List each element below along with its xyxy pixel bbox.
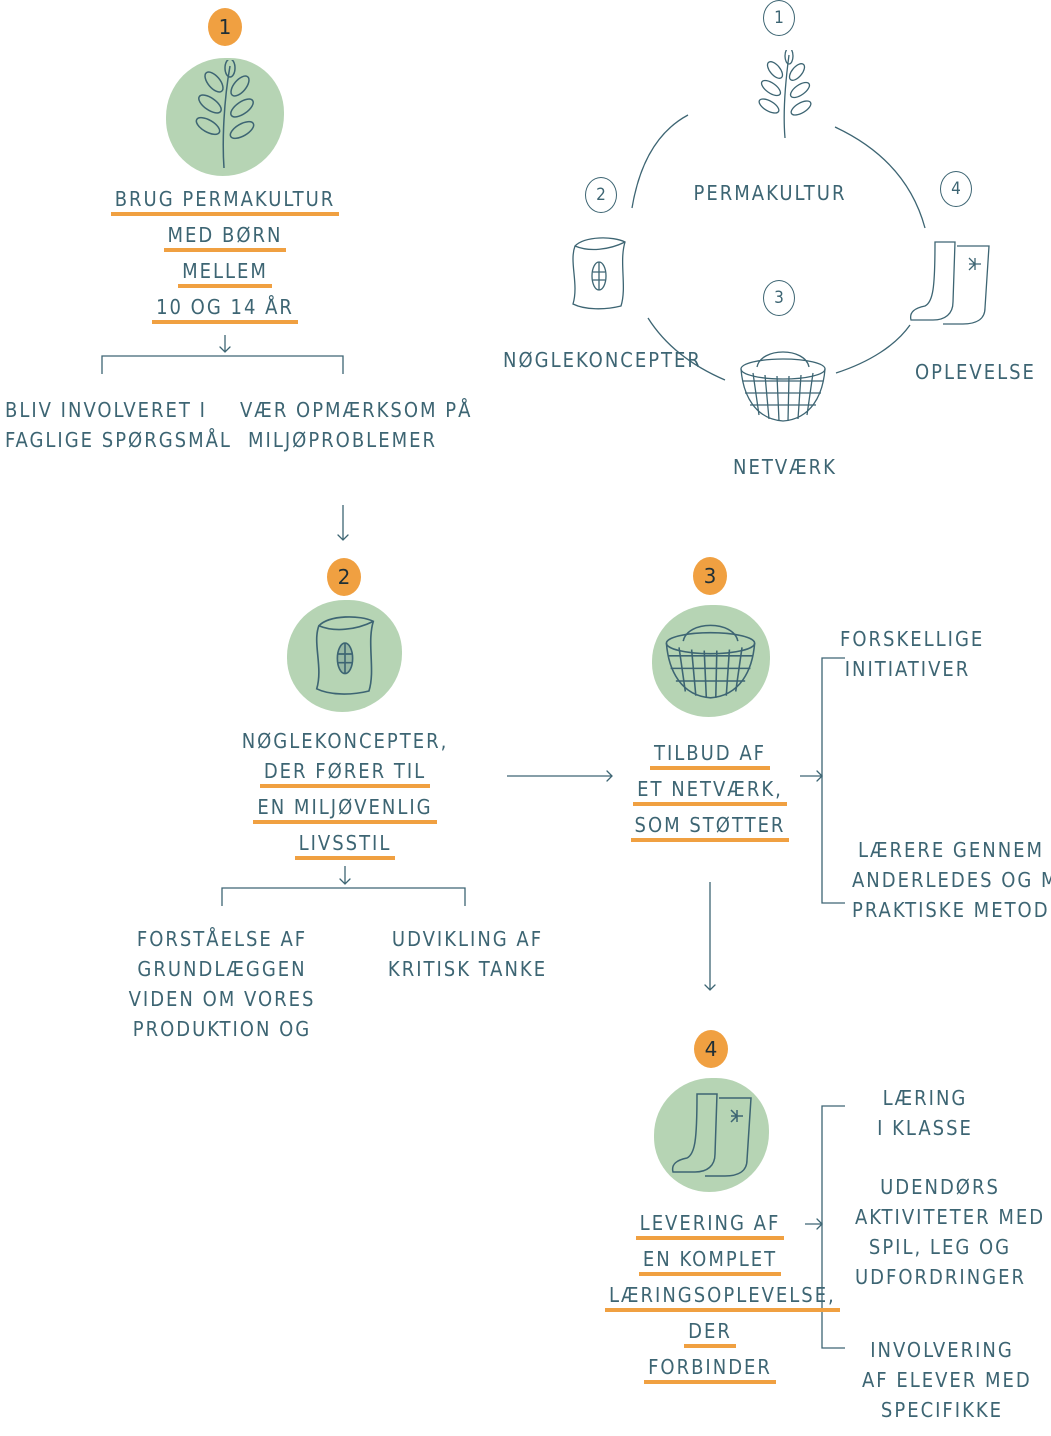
bracket-3 [821, 657, 845, 904]
cycle-arc-3-4 [835, 324, 911, 374]
step3-title: TILBUD AF ET NETVÆRK, SOM STØTTER [615, 738, 805, 846]
step-badge-3: 3 [693, 557, 727, 595]
basket-icon [740, 351, 826, 422]
rubber-boots-icon [909, 241, 990, 325]
cycle-label-noglekoncepter: NØGLEKONCEPTER [503, 348, 702, 372]
cycle-arc-1-2 [631, 114, 689, 209]
cycle-arc-1-4 [834, 126, 926, 229]
rubber-boots-icon [671, 1093, 752, 1177]
step-badge-4: 4 [694, 1030, 728, 1068]
cycle-label-oplevelse: OPLEVELSE [915, 360, 1036, 384]
step1-title: BRUG PERMAKULTUR MED BØRN MELLEM 10 OG 1… [100, 184, 350, 328]
cycle-badge-3: 3 [763, 280, 795, 316]
cycle-badge-2: 2 [585, 177, 617, 213]
step4-title: LEVERING AF EN KOMPLET LÆRINGSOPLEVELSE,… [605, 1208, 840, 1388]
leaf-branch-icon [758, 50, 812, 139]
step1-blob [166, 58, 284, 176]
basket-icon [665, 624, 756, 699]
step4-blob [654, 1078, 769, 1192]
cycle-label-permakultur: PERMAKULTUR [693, 181, 847, 205]
step2-title: NØGLEKONCEPTER, DER FØRER TIL EN MILJØVE… [230, 726, 460, 864]
cycle-badge-1: 1 [763, 0, 795, 36]
cycle-label-netvaerk: NETVÆRK [733, 455, 837, 479]
cycle-badge-4: 4 [940, 171, 972, 207]
branch-2 [221, 887, 466, 906]
leaf-branch-icon [195, 60, 255, 169]
step-badge-1: 1 [208, 8, 242, 46]
branch-1 [101, 355, 344, 374]
bracket-4 [821, 1105, 845, 1349]
seed-sack-icon [315, 616, 375, 695]
cycle-arc-2-3 [647, 317, 726, 381]
seed-sack-icon [572, 237, 626, 310]
step-badge-2: 2 [327, 558, 361, 596]
